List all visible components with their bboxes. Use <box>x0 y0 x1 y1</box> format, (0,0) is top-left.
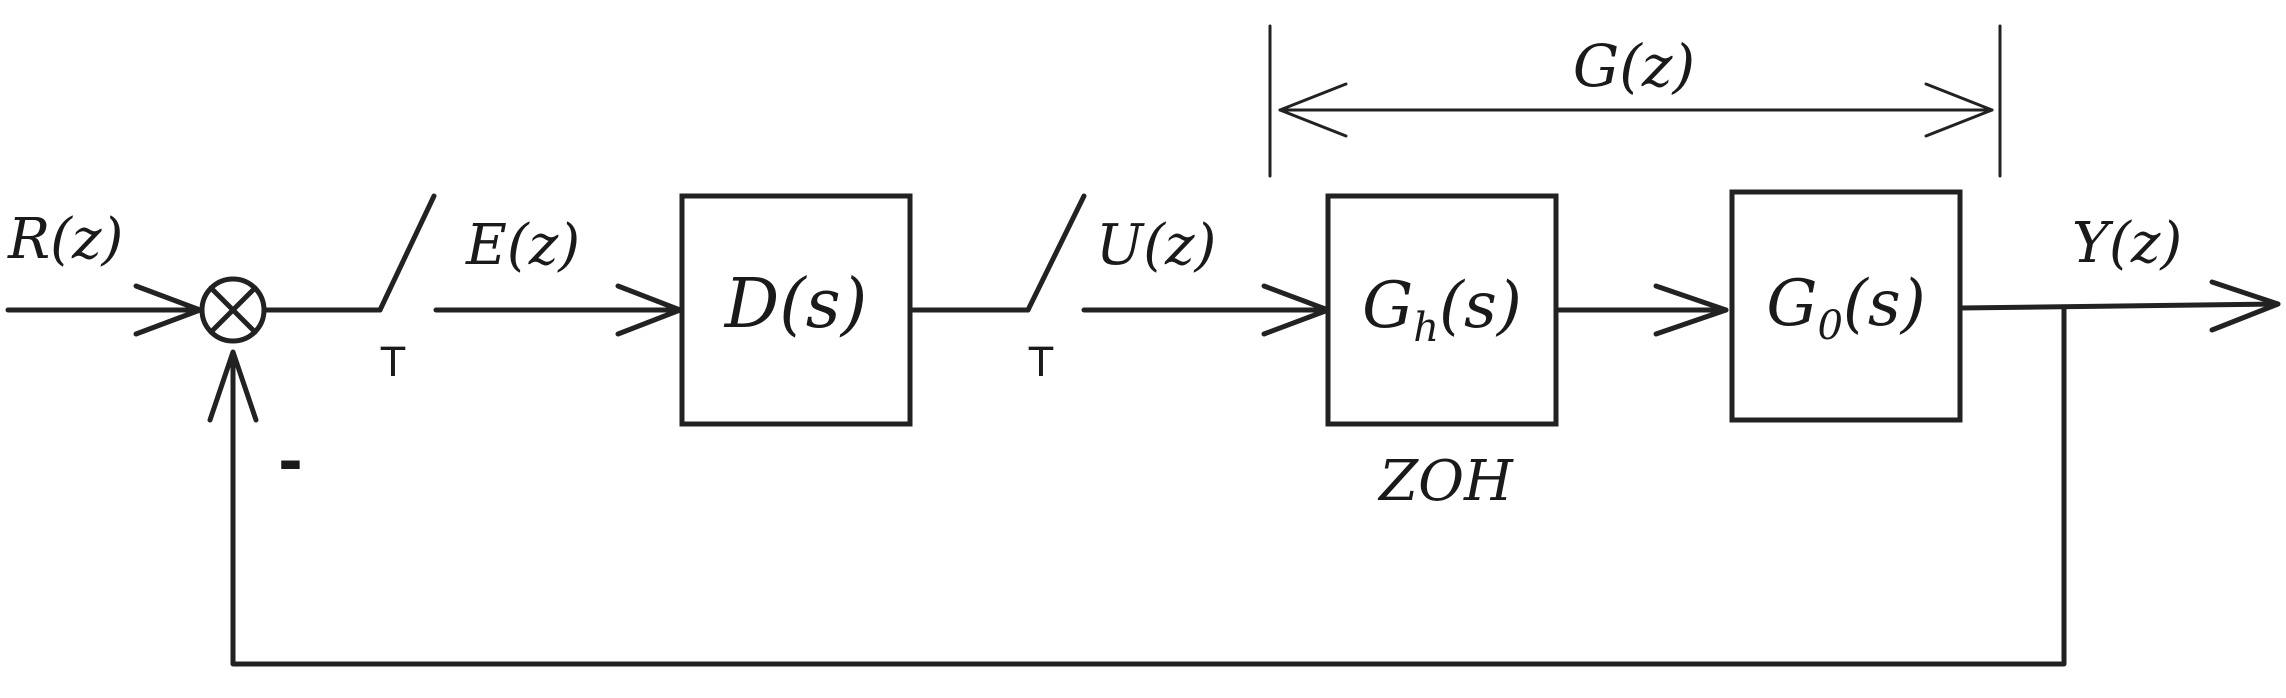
hold-block-argument: (s) <box>1439 269 1522 343</box>
hold-block-caption: ZOH <box>1377 449 1514 514</box>
controller-block <box>679 193 913 427</box>
plant-block-symbol: G <box>1766 267 1817 341</box>
feedback-path <box>207 304 2067 667</box>
hold-block-label: Gh(s) <box>1362 269 1522 351</box>
reference-signal-label: R(z) <box>7 207 123 272</box>
error-signal-arrow <box>433 283 683 337</box>
plant-span-label: G(z) <box>1573 32 1695 100</box>
control-signal-label: U(z) <box>1096 213 1216 278</box>
first-sampler-period-label: T <box>380 340 406 386</box>
first-sampler-switch <box>377 193 437 313</box>
hold-to-plant-arrow <box>1555 283 1729 337</box>
plant-block-label: G0(s) <box>1766 267 1925 349</box>
control-signal-arrow <box>1081 283 1331 337</box>
plant-block-subscript: 0 <box>1817 303 1842 349</box>
feedback-sign-label: - <box>278 427 303 497</box>
second-sampler-period-label: T <box>1028 340 1054 386</box>
hold-block-subscript: h <box>1413 305 1439 351</box>
plant-span-indicator <box>1268 24 2002 178</box>
output-signal-label: Y(z) <box>2072 211 2182 276</box>
summing-junction <box>199 276 267 344</box>
controller-block-label: D(s) <box>723 265 867 344</box>
reference-input-arrow <box>5 283 203 337</box>
output-arrow <box>1957 279 2281 333</box>
second-sampler-switch <box>1025 193 1087 313</box>
hold-block-symbol: G <box>1362 269 1413 343</box>
error-signal-label: E(z) <box>465 213 580 278</box>
plant-block-argument: (s) <box>1843 267 1926 341</box>
hold-block <box>1325 193 1559 427</box>
